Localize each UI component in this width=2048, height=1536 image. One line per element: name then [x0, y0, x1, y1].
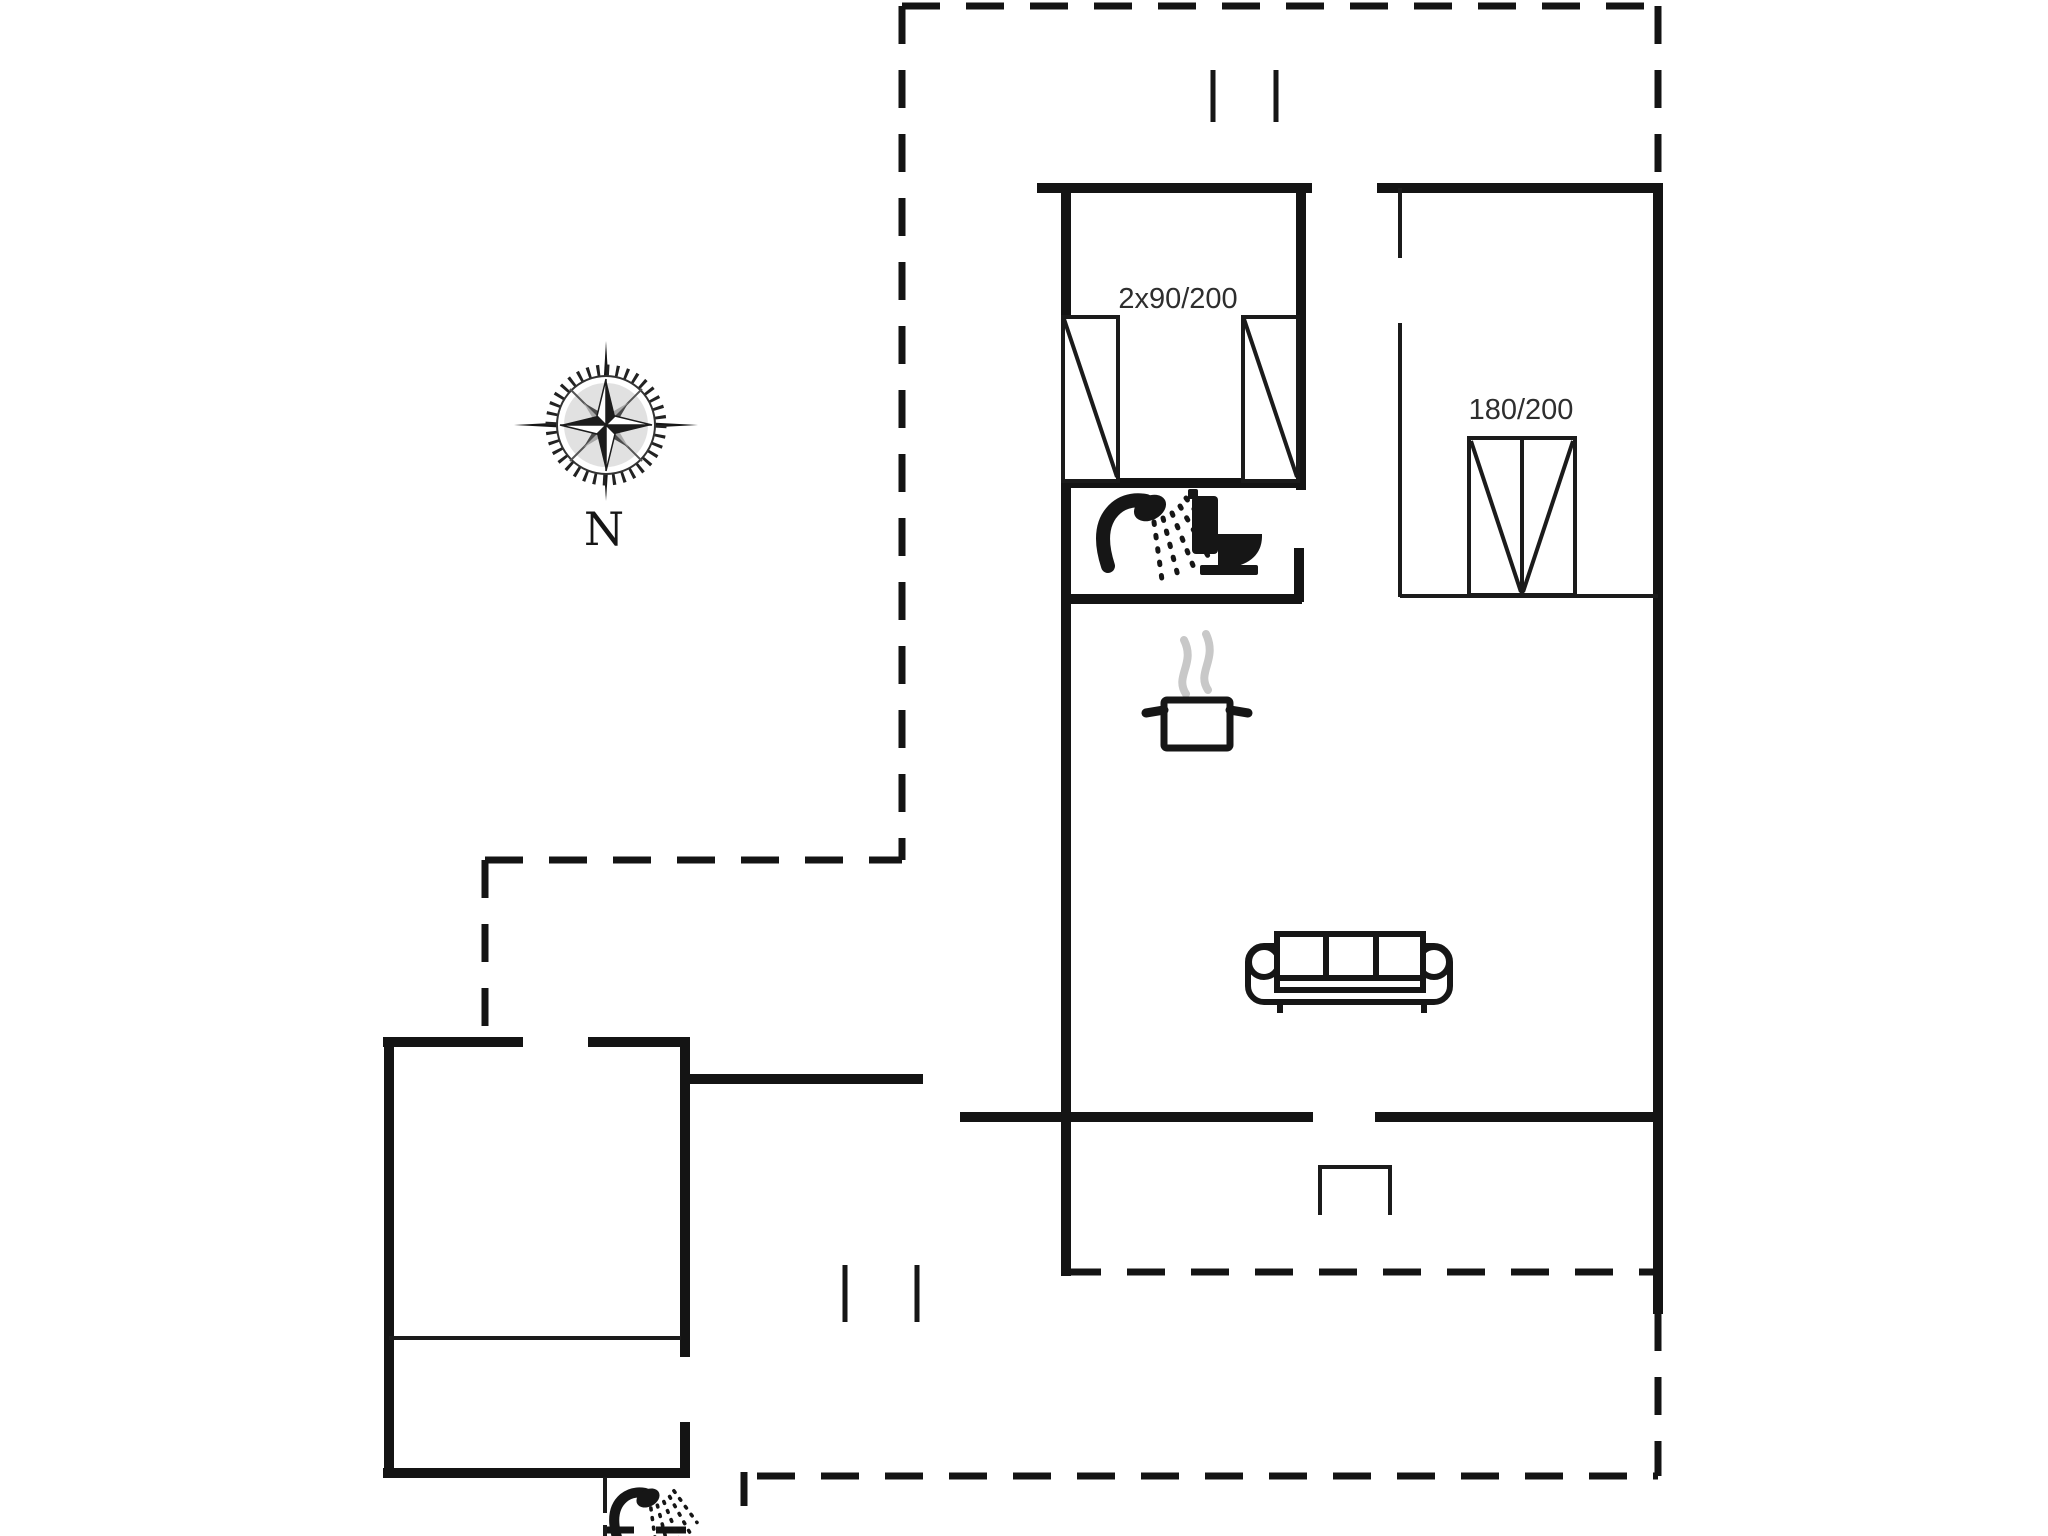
sofa-icon	[1245, 931, 1453, 1013]
beds	[1061, 315, 1577, 597]
terrace-boundary	[481, 2, 1662, 1534]
single-bed-right	[1241, 315, 1300, 483]
annex-walls	[383, 1037, 690, 1478]
bed-size-label-double: 180/200	[1469, 394, 1574, 426]
steam-wisp-right	[1200, 630, 1214, 694]
double-bed	[1467, 436, 1577, 597]
toilet-base	[1200, 565, 1258, 575]
bed-size-label-twin: 2x90/200	[1118, 283, 1237, 315]
entrance-step-symbol	[1318, 1165, 1392, 1215]
sofa-back	[1274, 931, 1426, 981]
sofa-seat-edge	[1274, 975, 1426, 993]
toilet-tank	[1192, 496, 1218, 554]
double-bed-diagonal-right	[1521, 440, 1575, 593]
compass-rose-icon	[514, 341, 698, 501]
double-bed-diagonal-left	[1469, 440, 1523, 593]
pot-handle-left	[1141, 705, 1169, 718]
compass-teeth-ring	[545, 364, 667, 486]
toilet-bowl	[1218, 534, 1263, 567]
single-bed-left-diagonal	[1062, 318, 1119, 478]
compass-star-cardinal	[559, 378, 653, 472]
cooking-pot-icon	[1141, 630, 1253, 752]
pot-handle-right	[1225, 705, 1253, 718]
single-bed-left	[1061, 315, 1120, 483]
compass-north-label: N	[584, 502, 624, 556]
steam-wisp-left	[1178, 636, 1192, 698]
toilet-icon	[1188, 489, 1263, 575]
single-bed-right-diagonal	[1242, 318, 1299, 478]
pot-body	[1160, 696, 1234, 752]
toilet-button	[1188, 489, 1198, 499]
fence-opening-ticks	[842, 70, 1279, 1322]
